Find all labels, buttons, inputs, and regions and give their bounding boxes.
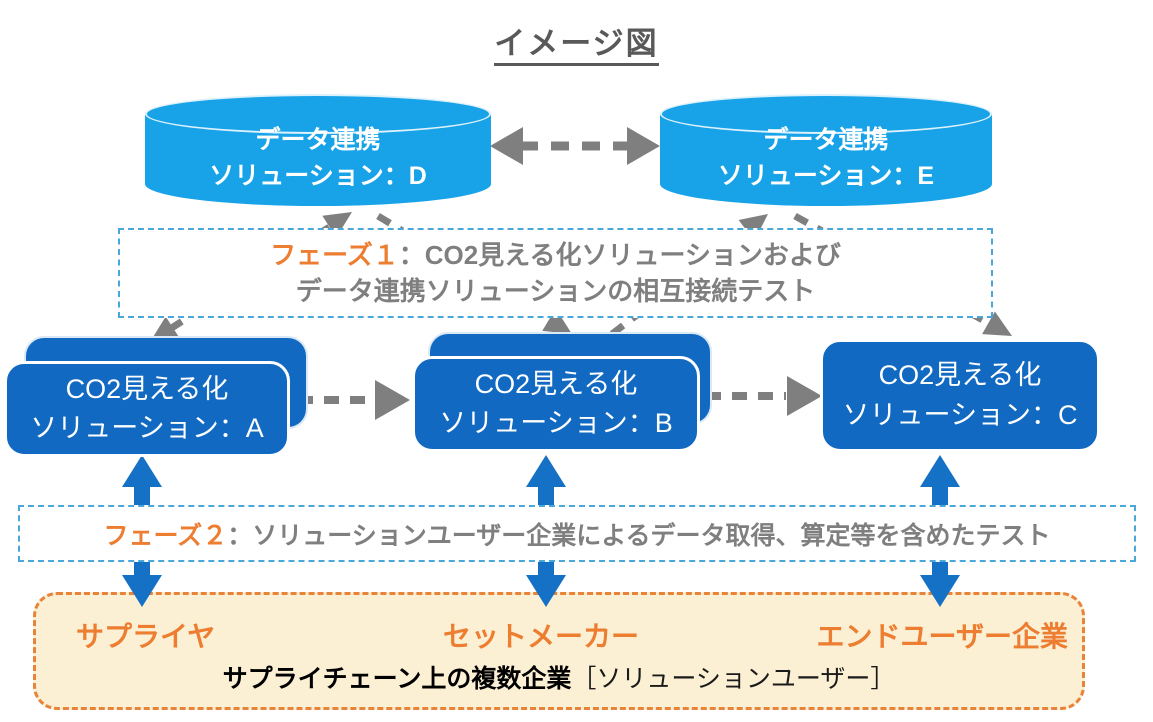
role-set-maker: セットメーカー	[442, 621, 640, 652]
supply-chain-companies-box: サプライヤ セットメーカー エンドユーザー企業 サプライチェーン上の複数企業［ソ…	[33, 592, 1085, 710]
cylinder-top-ellipse	[145, 94, 491, 134]
phase1-line1: フェーズ１：CO2見える化ソリューションおよび	[270, 239, 841, 270]
cylinder-e-label: データ連携 ソリューション：E	[717, 126, 935, 191]
phase1-line2: データ連携ソリューションの相互接続テスト	[295, 276, 816, 306]
role-end-user-company: エンドユーザー企業	[816, 621, 1068, 652]
co2-solution-c-box: CO2見える化 ソリューション：C	[820, 339, 1100, 452]
solution-b-to-c-arrow	[706, 376, 822, 416]
phase2-line: フェーズ２：ソリューションユーザー企業によるデータ取得、算定等を含めたテスト	[103, 521, 1051, 550]
phase2-test-box: フェーズ２：ソリューションユーザー企業によるデータ取得、算定等を含めたテスト	[18, 505, 1136, 562]
phase2-label: フェーズ２	[103, 521, 228, 550]
solution-a-to-b-arrow	[298, 380, 410, 420]
data-link-solution-e-cylinder: データ連携 ソリューション：E	[660, 94, 992, 206]
supply-chain-caption: サプライチェーン上の複数企業［ソリューションユーザー］	[222, 665, 896, 693]
cylinder-top-ellipse	[660, 94, 992, 134]
cylinder-d-e-sync-arrow	[490, 127, 660, 165]
page-title: イメージ図	[0, 18, 1153, 66]
role-supplier: サプライヤ	[76, 621, 216, 652]
co2-solution-a-box: CO2見える化 ソリューション：A	[4, 361, 290, 457]
phase1-label: フェーズ１	[270, 239, 399, 270]
co2-solution-b-box: CO2見える化 ソリューション：B	[412, 356, 700, 452]
cylinder-d-label: データ連携 ソリューション：D	[209, 126, 427, 191]
phase1-test-box: フェーズ１：CO2見える化ソリューションおよび データ連携ソリューションの相互接…	[118, 228, 993, 318]
data-link-solution-d-cylinder: データ連携 ソリューション：D	[145, 94, 491, 206]
